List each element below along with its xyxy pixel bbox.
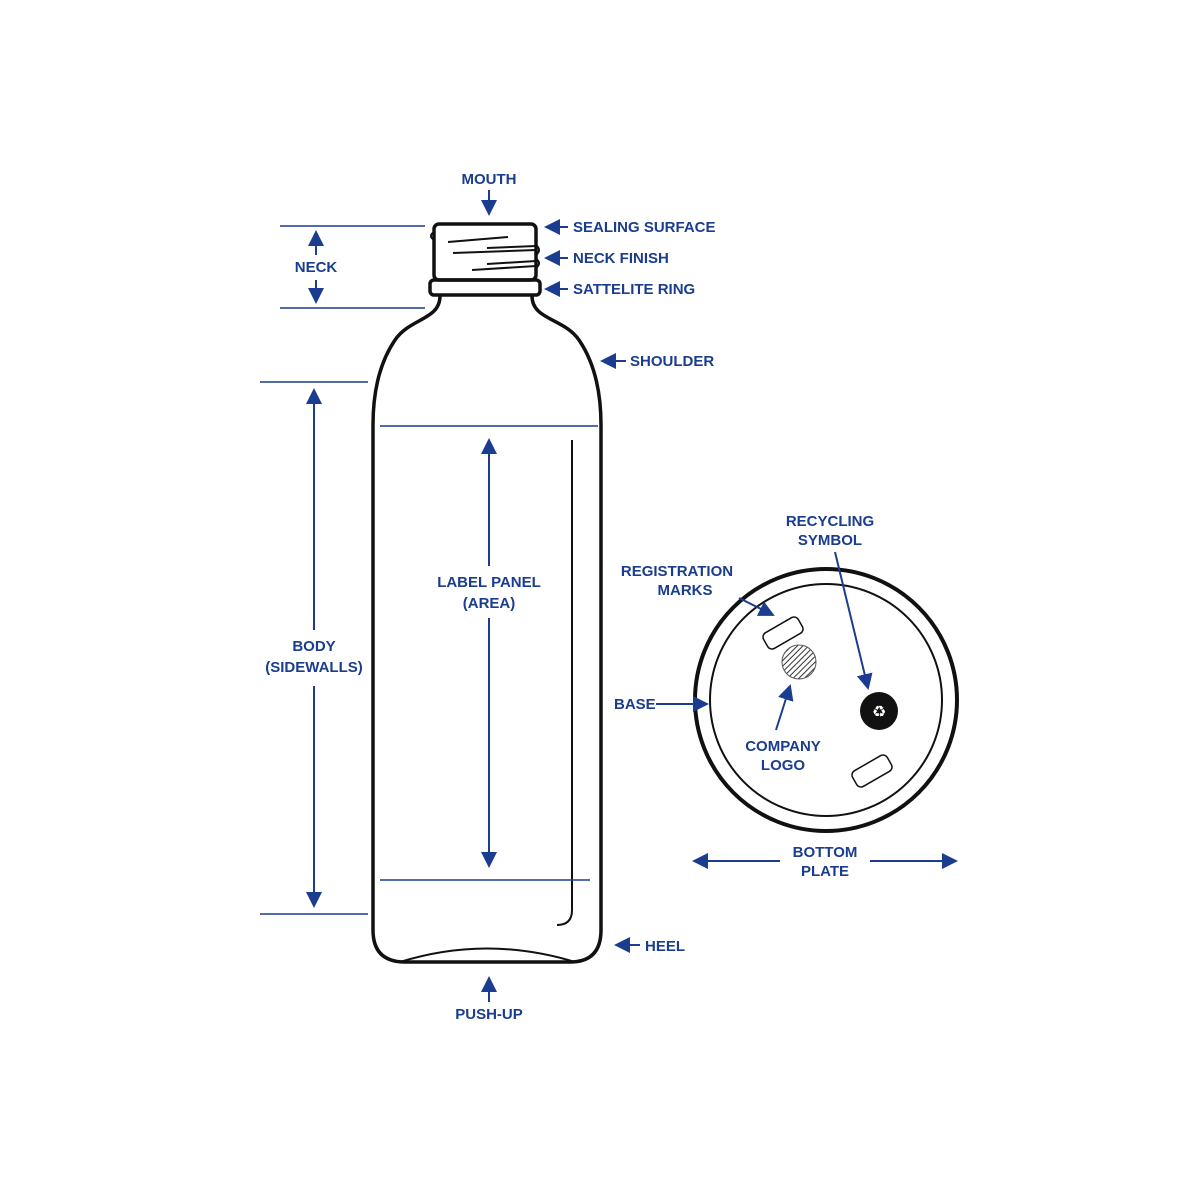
label-recycling-symbol: RECYCLING SYMBOL	[770, 512, 890, 550]
recycle-glyph: ♻	[872, 702, 886, 721]
label-company-line2: LOGO	[760, 757, 806, 774]
label-sattelite-ring: SATTELITE RING	[573, 281, 696, 298]
label-neck-finish: NECK FINISH	[573, 250, 669, 267]
highlight-line	[556, 440, 573, 926]
label-neck: NECK	[294, 259, 338, 276]
sattelite-ring	[428, 278, 542, 297]
label-panel-line2: (AREA)	[462, 595, 516, 612]
label-base: BASE	[614, 696, 656, 713]
registration-mark	[851, 754, 893, 788]
bottle-outline	[371, 222, 603, 964]
registration-mark	[762, 616, 804, 650]
label-bottom-plate-line2: PLATE	[800, 863, 850, 880]
label-body: BODY (SIDEWALLS)	[254, 637, 374, 677]
recycling-symbol-icon	[860, 692, 898, 730]
bottom-plate	[709, 583, 943, 817]
push-up	[399, 947, 576, 963]
label-label-panel: LABEL PANEL (AREA)	[424, 573, 554, 613]
label-registration-line2: MARKS	[657, 582, 713, 599]
label-recycling-line2: SYMBOL	[797, 532, 863, 549]
label-bottom-plate-line1: BOTTOM	[792, 844, 858, 861]
label-body-line2: (SIDEWALLS)	[265, 659, 363, 676]
label-registration-line1: REGISTRATION	[620, 563, 734, 580]
thread-lines	[430, 231, 540, 271]
label-heel: HEEL	[645, 938, 686, 955]
company-logo-mark	[781, 644, 817, 680]
label-bottom-plate: BOTTOM PLATE	[775, 843, 875, 881]
label-shoulder: SHOULDER	[630, 353, 715, 370]
base-outer-ring	[693, 567, 959, 833]
label-push-up: PUSH-UP	[455, 1006, 523, 1023]
label-company-line1: COMPANY	[745, 738, 821, 755]
label-mouth: MOUTH	[461, 171, 517, 188]
label-registration-marks: REGISTRATION MARKS	[612, 562, 742, 600]
base-view: ♻	[693, 567, 959, 833]
label-recycling-line1: RECYCLING	[785, 513, 875, 530]
bottle-body	[371, 295, 603, 964]
label-body-line1: BODY	[292, 638, 336, 655]
label-sealing-surface: SEALING SURFACE	[573, 219, 716, 236]
annotation-lines	[260, 190, 958, 1002]
label-company-logo: COMPANY LOGO	[728, 737, 838, 775]
label-panel-line1: LABEL PANEL	[437, 574, 541, 591]
